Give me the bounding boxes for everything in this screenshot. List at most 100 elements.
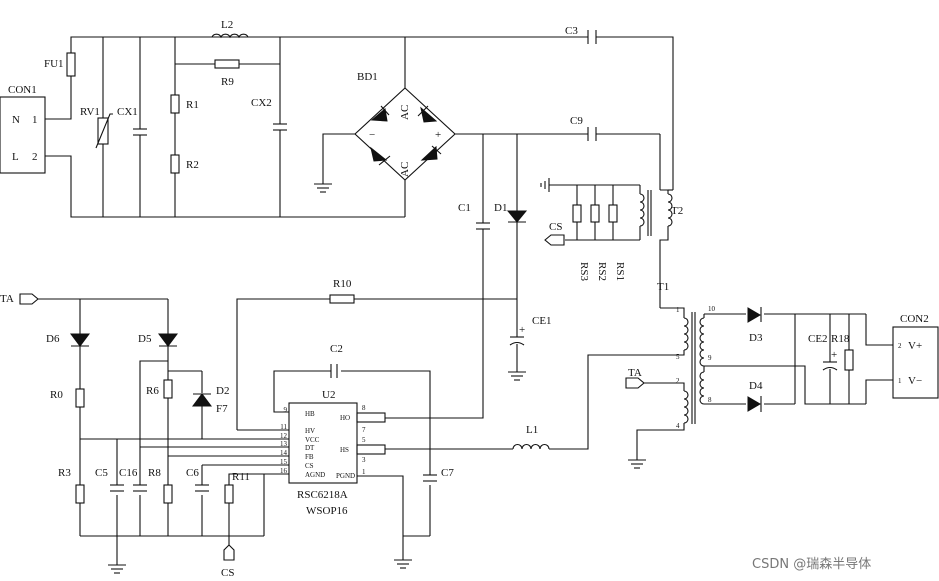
diode-d2: D2 F7 [192,385,229,415]
capacitor-c16: C16 [119,467,147,492]
t1-pin-num: 5 [676,353,680,361]
label-r0: R0 [50,389,63,401]
t1-pin-num: 10 [708,305,716,313]
watermark: CSDN @瑞森半导体 [752,557,871,572]
label-rs3: RS3 [578,262,590,281]
ic-pin-name: VCC [305,436,320,444]
ic-part-number: RSC6218A [297,489,348,501]
ic-pin-num: 8 [362,404,366,412]
cs-input-bottom: CS [221,544,235,579]
bridge-minus-ground [314,133,355,193]
capacitor-cx1: CX1 [117,106,147,136]
ic-pin-num: 7 [362,426,366,434]
bridge-rectifier-bd1: AC AC − + BD1 [354,71,456,181]
t1-pin-num: 8 [708,396,712,404]
label-c16: C16 [119,467,138,479]
capacitor-c1: C1 [458,202,490,230]
label-r1: R1 [186,99,199,111]
label-vplus: V+ [908,340,922,352]
con1-connector: CON1 N L 1 2 [0,84,46,174]
capacitor-cx2: CX2 [251,97,287,131]
capacitor-c2: C2 [330,343,343,378]
diode-d5: D5 [138,333,178,347]
label-u2: U2 [322,389,335,401]
label-r11: R11 [232,471,250,483]
label-bd1: BD1 [357,71,378,83]
ic-pin-name: AGND [305,471,325,479]
resistor-r8: R8 [148,467,173,504]
capacitor-ce2: + CE2 [808,333,838,371]
label-c2: C2 [330,343,343,355]
label-t1: T1 [657,281,669,293]
t1-pin-num: 2 [676,377,680,385]
capacitor-c3: C3 [565,25,597,44]
ic-pin-name: HB [305,410,315,418]
diode-d3: D3 [747,307,763,344]
t1-pin-num: 1 [676,306,680,314]
label-r8: R8 [148,467,161,479]
t1-pin-num: 9 [708,354,712,362]
resistor-r0: R0 [50,388,85,408]
label-c7: C7 [441,467,454,479]
label-ac-bottom: AC [399,162,411,177]
label-ce1-plus: + [519,324,525,336]
diode-d1: D1 [494,202,528,223]
label-c5: C5 [95,467,108,479]
label-rs1: RS1 [614,262,626,281]
label-d1: D1 [494,202,507,214]
ic-right-wires [273,354,675,569]
label-c6: C6 [186,467,199,479]
ic-pin-name: HS [340,446,349,454]
label-pin-2: 2 [32,151,38,163]
label-r9: R9 [221,76,234,88]
label-con2: CON2 [900,313,929,325]
ic-pin-num: 12 [280,432,288,440]
ic-pin-num: 3 [362,456,366,464]
label-c3: C3 [565,25,578,37]
con2-pin-1: 1 [898,377,902,385]
ic-pin-num: 13 [280,440,288,448]
label-ta-left: TA [0,293,14,305]
capacitor-ce1: + CE1 [508,315,552,381]
resistor-r11: R11 [224,471,250,504]
inductor-l1: L1 [512,424,550,450]
diode-d6: D6 [46,333,90,347]
label-bd-minus: − [369,129,375,141]
resistor-r18: R18 [831,333,854,371]
label-cs-bottom: CS [221,567,234,579]
ic-pin-name: DT [305,444,315,452]
capacitor-c9: C9 [570,115,597,141]
label-r18: R18 [831,333,850,345]
label-con1: CON1 [8,84,37,96]
resistor-r2: R2 [170,154,199,174]
varistor-rv1: RV1 [80,106,113,149]
r10-and-hv-path: R10 [236,278,517,431]
label-d4: D4 [749,380,763,392]
ic-pin-name: CS [305,462,314,470]
ic-pin-name: FB [305,453,314,461]
resistor-r9: R9 [214,59,240,88]
label-c1: C1 [458,202,471,214]
label-ce2-plus: + [831,349,837,361]
resistor-r1: R1 [170,94,199,114]
ic-pin-num: 9 [284,406,288,414]
label-d2: D2 [216,385,229,397]
input-wires [45,36,406,218]
con2-pin-2: 2 [898,342,902,350]
resistor-r6: R6 [146,379,173,399]
label-r2: R2 [186,159,199,171]
label-r6: R6 [146,385,159,397]
resistor-r3: R3 [58,467,85,504]
label-rv1: RV1 [80,106,100,118]
fuse-fu1: FU1 [44,52,76,77]
label-ce2: CE2 [808,333,828,345]
label-d5: D5 [138,333,152,345]
label-d3: D3 [749,332,763,344]
label-l2: L2 [221,19,233,31]
ic-pin-name: HV [305,427,315,435]
label-r10: R10 [333,278,352,290]
ic-package: WSOP16 [306,505,348,517]
lower-left-wires [79,346,289,574]
label-cs-t2: CS [549,221,562,233]
